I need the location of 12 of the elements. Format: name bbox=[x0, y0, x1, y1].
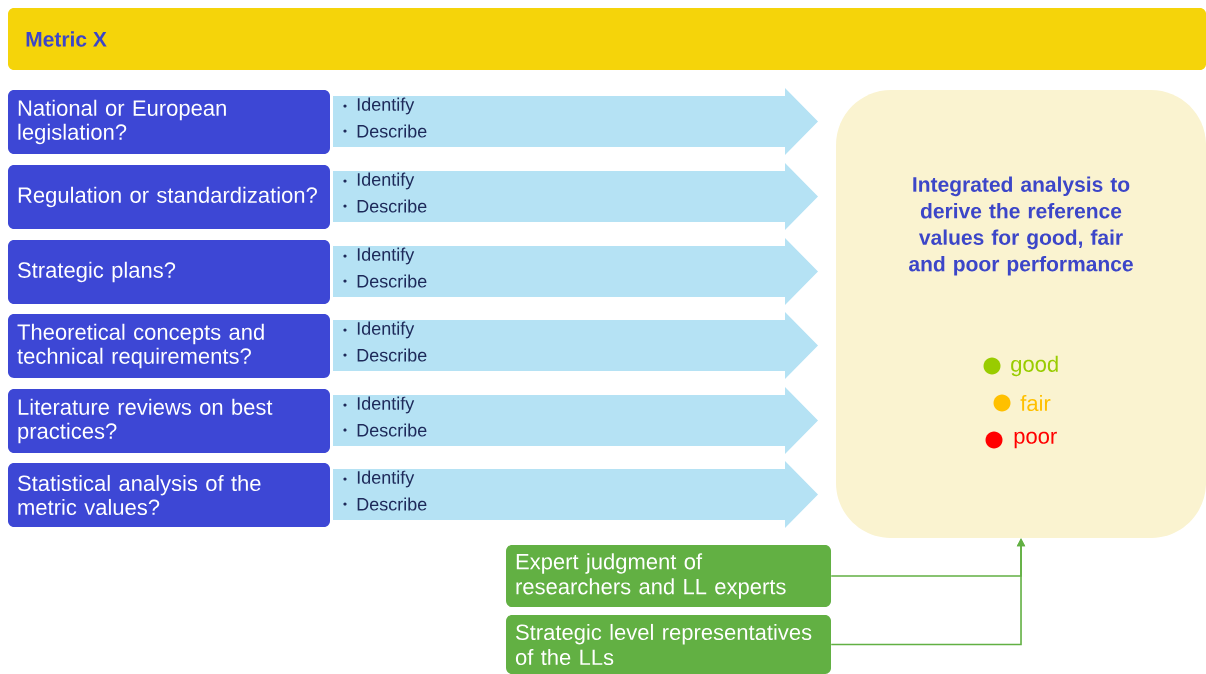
question-box: Theoretical concepts and technical requirements? bbox=[8, 314, 330, 378]
legend-label: fair bbox=[1020, 394, 1051, 412]
legend-label: good bbox=[1011, 355, 1058, 377]
legend-label: poor bbox=[1014, 431, 1057, 449]
question-box: Strategic plans? bbox=[8, 240, 330, 304]
input-box: Strategic level representatives of the LLs bbox=[506, 615, 831, 674]
question-box: National or European legislation? bbox=[8, 90, 330, 154]
question-box: Literature reviews on best practices? bbox=[8, 389, 330, 453]
question-box: Regulation or standardization? bbox=[8, 165, 330, 229]
input-box: Expert judgment of researchers and LL experts bbox=[506, 545, 831, 607]
question-box: Statistical analysis of the metric values? bbox=[8, 463, 330, 527]
header-band: Metric X bbox=[8, 8, 1206, 70]
